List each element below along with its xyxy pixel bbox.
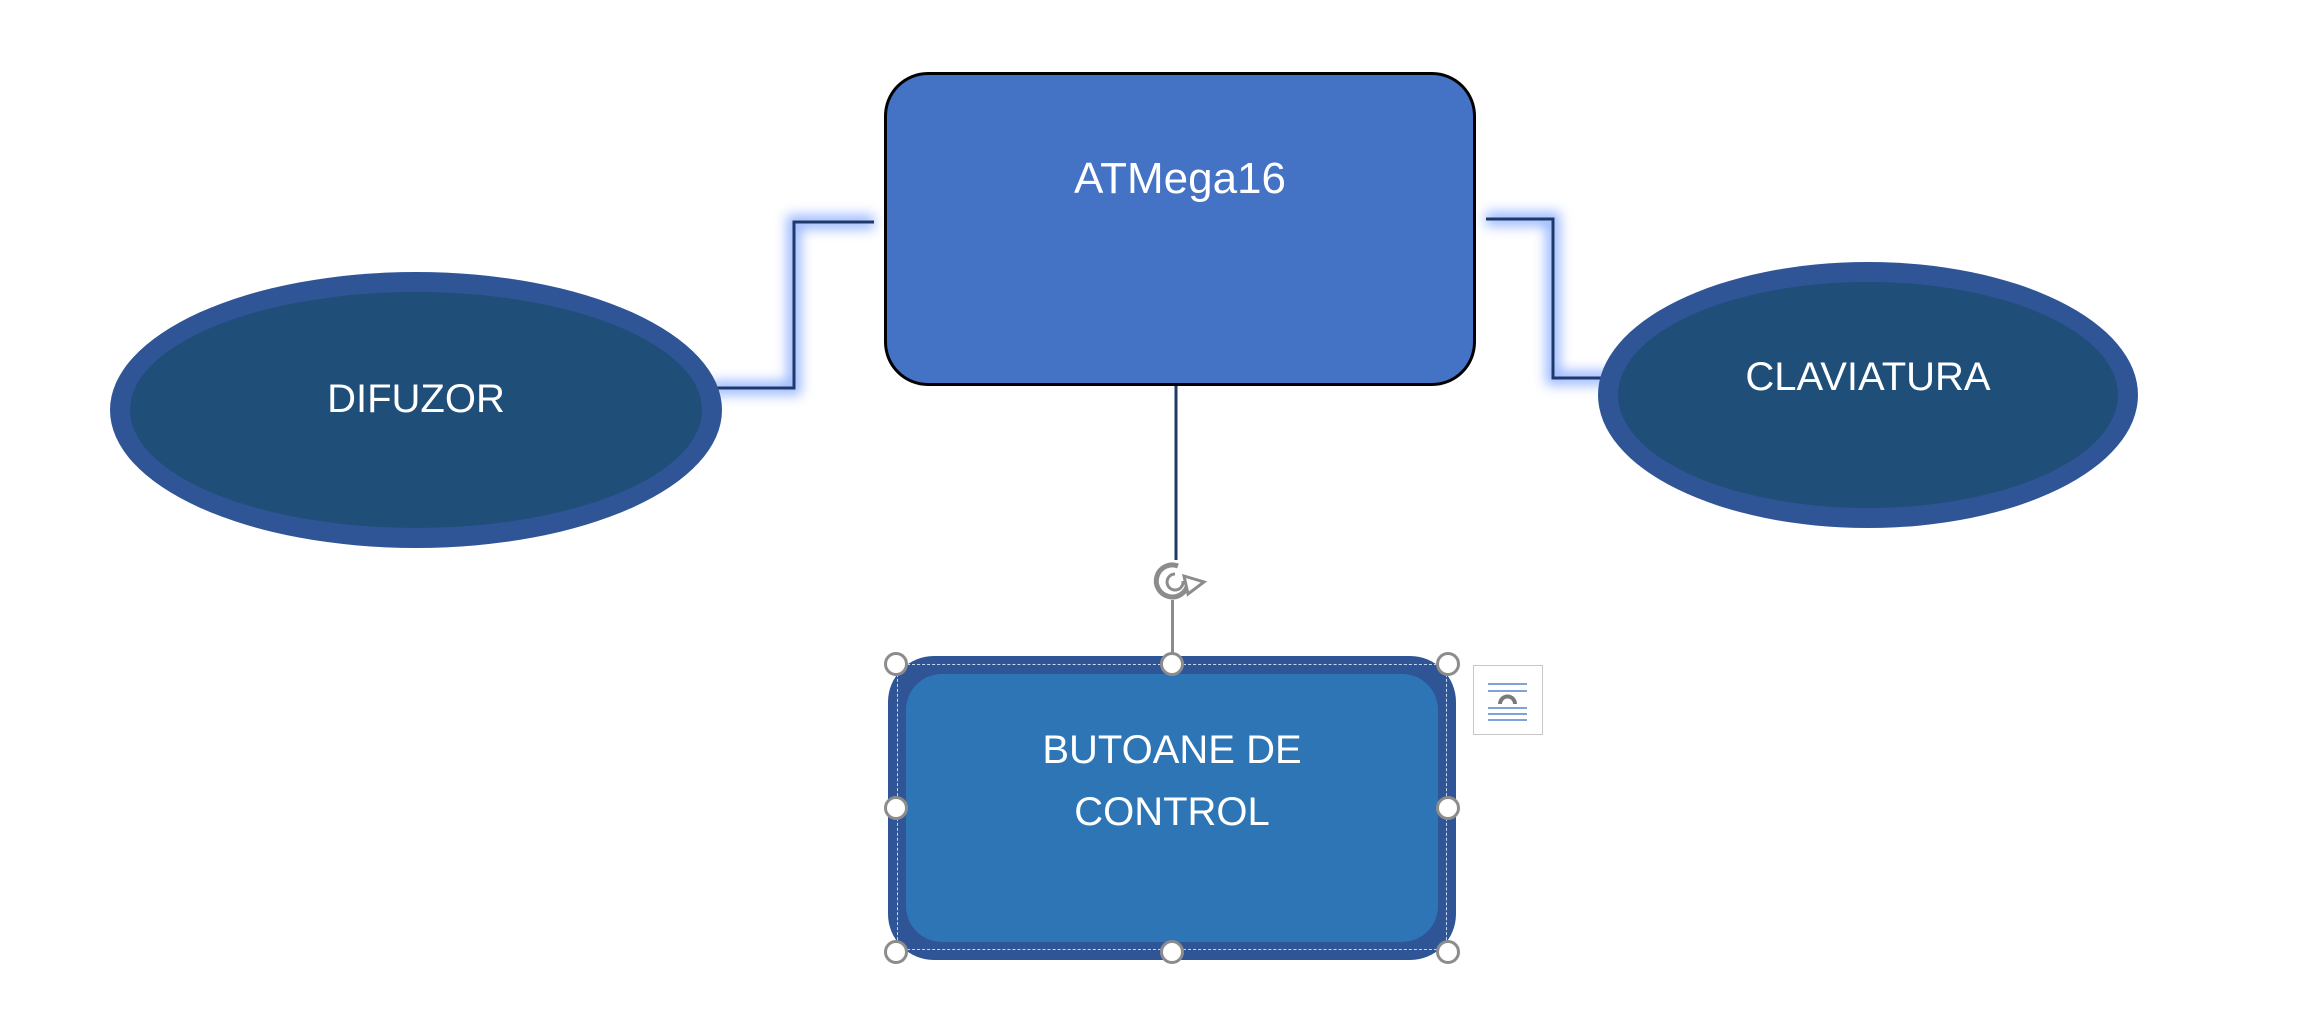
node-difuzor[interactable]: DIFUZOR — [110, 272, 722, 548]
node-atmega16[interactable]: ATMega16 — [884, 72, 1476, 386]
layout-options-icon — [1488, 683, 1527, 721]
node-butoane-de-control[interactable]: BUTOANE DE CONTROL — [888, 656, 1456, 960]
node-claviatura-inner: CLAVIATURA — [1618, 282, 2118, 508]
node-claviatura[interactable]: CLAVIATURA — [1598, 262, 2138, 528]
node-butoane-label: BUTOANE DE CONTROL — [1042, 728, 1302, 834]
node-difuzor-label: DIFUZOR — [327, 376, 505, 421]
rotate-handle-icon[interactable] — [1144, 554, 1208, 610]
connector-main-difuzor[interactable] — [696, 215, 874, 396]
node-difuzor-inner: DIFUZOR — [130, 292, 702, 528]
rotate-handle-stem — [1171, 600, 1174, 656]
resize-handle-top[interactable] — [1160, 652, 1184, 676]
resize-handle-right[interactable] — [1436, 796, 1460, 820]
node-claviatura-label: CLAVIATURA — [1745, 354, 1991, 399]
resize-handle-top-left[interactable] — [884, 652, 908, 676]
connector-main-buttons[interactable] — [1136, 382, 1184, 662]
resize-handle-top-right[interactable] — [1436, 652, 1460, 676]
resize-handle-bottom-right[interactable] — [1436, 940, 1460, 964]
node-atmega16-label: ATMega16 — [1074, 154, 1286, 203]
resize-handle-bottom-left[interactable] — [884, 940, 908, 964]
resize-handle-bottom[interactable] — [1160, 940, 1184, 964]
node-butoane-inner: BUTOANE DE CONTROL — [906, 674, 1438, 942]
resize-handle-left[interactable] — [884, 796, 908, 820]
layout-options-button[interactable] — [1473, 665, 1543, 735]
